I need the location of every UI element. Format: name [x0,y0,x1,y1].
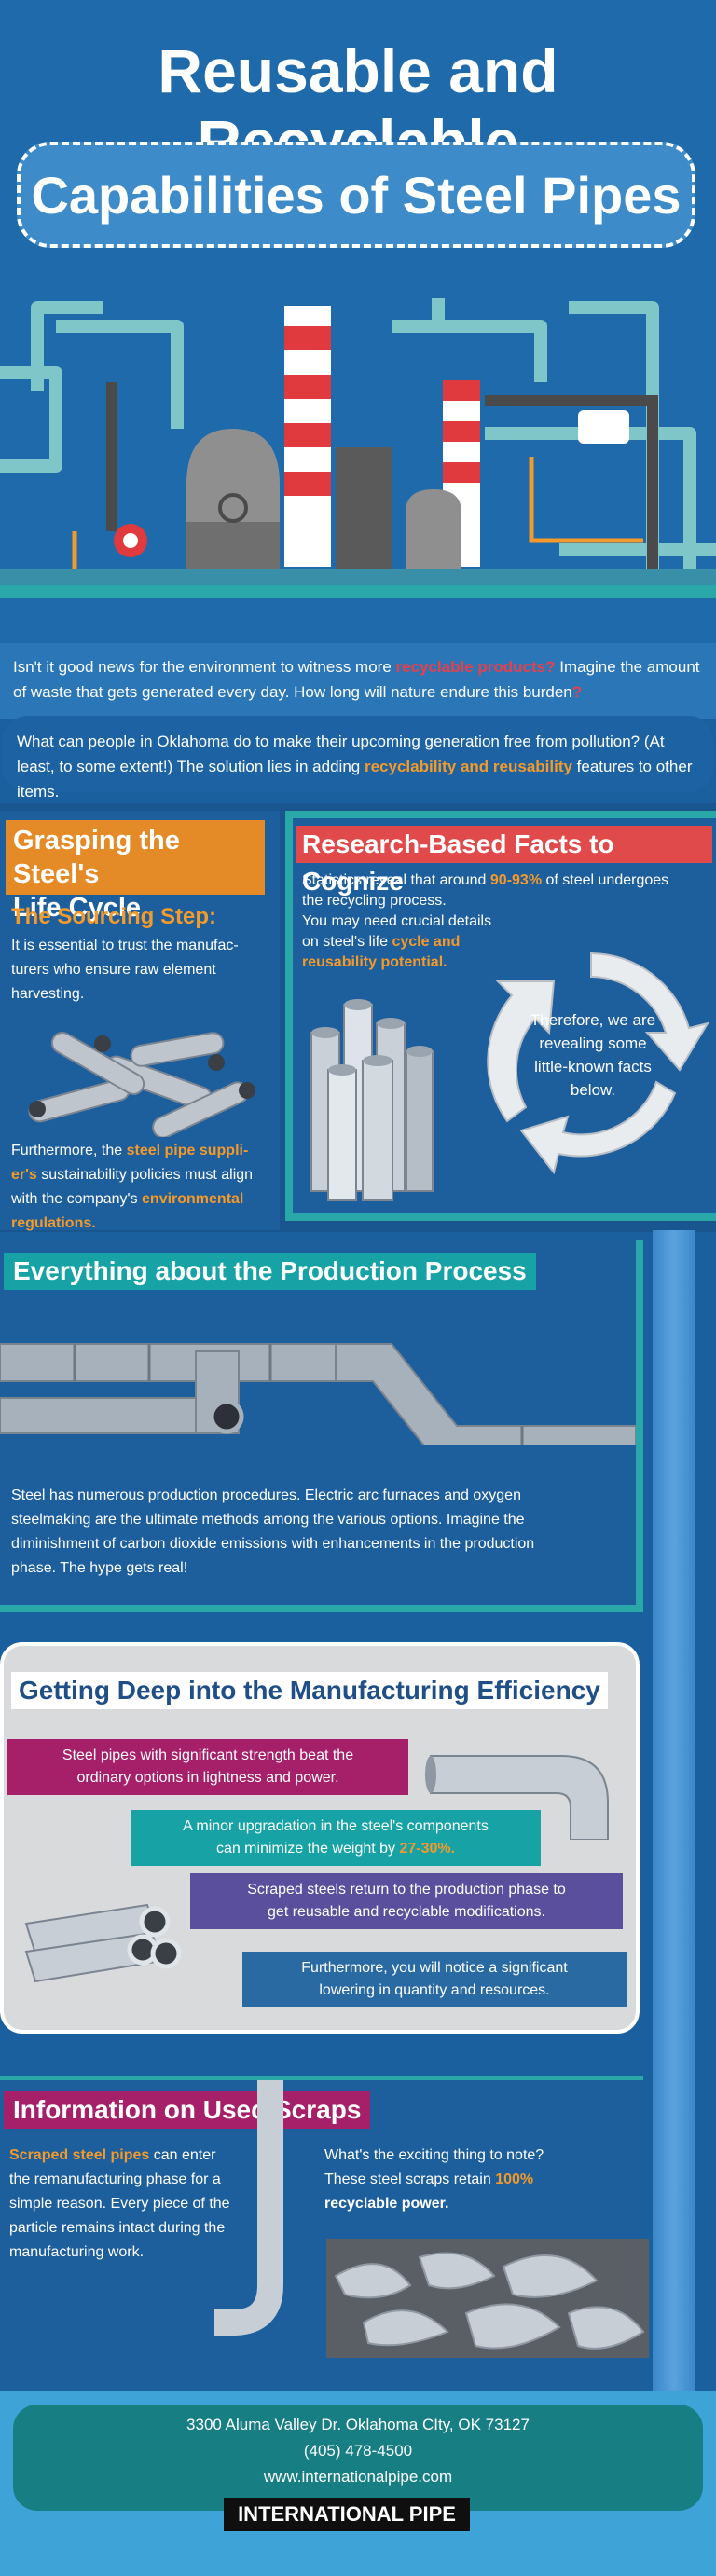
elbow-pipe-image [425,1755,609,1840]
efficiency-step-3: Scraped steels return to the production … [190,1873,623,1929]
intro-text: features to other items. [17,758,693,801]
text-span: sustainability policies must align [36,1167,254,1183]
text-line: the recycling process. [302,893,447,909]
text-line: Steel pipes with significant strength be… [62,1747,354,1763]
text-line: steelmaking are the ultimate methods amo… [11,1512,525,1528]
steel-tubes-image [24,1903,182,1983]
text-highlight: reusability potential. [302,954,448,970]
text-span: with the company's [11,1191,143,1207]
intro-text: Imagine the amount of waste that gets ge… [13,658,700,701]
text-span: These steel scraps retain [324,2172,496,2187]
address-text: 3300 Aluma Valley Dr. Oklahoma CIty, OK … [186,2416,530,2433]
efficiency-step-4: Furthermore, you will notice a significa… [242,1952,626,2007]
text-span: Furthermore, the [11,1143,127,1158]
text-line: manufacturing work. [9,2244,145,2260]
website-link[interactable]: www.internationalpipe.com [263,2468,453,2486]
scraps-title: Information on Used Scraps [4,2091,371,2129]
lifecycle-panel: Grasping the Steel's Life Cycle The Sour… [0,811,280,1231]
text-span: of steel undergoes [542,872,669,888]
intro-paragraph-2: What can people in Oklahoma do to make t… [2,716,714,801]
pipe-pile-image [28,1032,255,1137]
text-line: It is essential to trust the manufac- [11,938,239,953]
hero-section: Reusable and Recyclable Capabilities of … [0,0,716,643]
text-line: get reusable and recyclable modification… [268,1904,545,1920]
intro-highlight: recyclability and reusability [364,758,572,775]
sourcing-text: It is essential to trust the manufac- tu… [11,934,272,1007]
question-mark-icon: ? [571,683,583,701]
text-highlight: environmental [142,1191,244,1207]
text-line: Therefore, we are [530,1011,656,1029]
lifecycle-title-line: Life Cycle [13,893,141,923]
supplier-text: Furthermore, the steel pipe suppli- er's… [11,1139,274,1236]
intro-highlight: recyclable products? [395,658,556,676]
text-line: revealing some [539,1035,647,1052]
cycle-caption: Therefore, we are revealing some little-… [509,1008,677,1102]
intro-paragraph-1: Isn't it good news for the environment t… [0,643,716,719]
text-line: ordinary options in lightness and power. [76,1770,339,1786]
efficiency-title: Getting Deep into the Manufacturing Effi… [11,1672,608,1709]
contact-box: 3300 Aluma Valley Dr. Oklahoma CIty, OK … [13,2405,703,2511]
text-span: can minimize the weight by [215,1841,400,1857]
text-line: You may need crucial details [302,913,492,929]
text-line: phase. The hype gets real! [11,1560,188,1576]
text-span: on steel's life [302,934,392,950]
text-line: particle remains intact during the [9,2220,226,2236]
lifecycle-title: Grasping the Steel's Life Cycle [6,820,265,923]
research-panel: Research-Based Facts to Cognize Statisti… [285,811,716,1221]
text-highlight: recyclable power. [324,2196,449,2212]
text-line: A minor upgradation in the steel's compo… [183,1818,489,1834]
text-line: the remanufacturing phase for a [9,2172,221,2187]
efficiency-step-1: Steel pipes with significant strength be… [7,1739,408,1795]
stat-highlight: 100% [495,2172,534,2187]
subtitle-banner: Capabilities of Steel Pipes [17,142,695,248]
bent-pipe-graphic [214,2080,283,2336]
recycle-arrows-icon [487,952,710,1175]
scraps-right-text: What's the exciting thing to note? These… [324,2144,632,2216]
production-panel: Everything about the Production Process … [0,1240,643,1612]
sourcing-step-heading: The Sourcing Step: [11,904,217,929]
research-title: Research-Based Facts to Cognize [296,826,712,896]
text-line: simple reason. Every piece of the [9,2196,230,2212]
intro-text: What can people in Oklahoma do to make t… [17,733,665,775]
text-line: below. [570,1081,616,1099]
production-title: Everything about the Production Process [4,1253,536,1290]
text-highlight: steel pipe suppli- [126,1143,249,1158]
pipeline-illustration [0,1343,636,1445]
text-span: Statistics reveal that around [302,872,490,888]
vertical-pipe-graphic [653,1230,695,2395]
text-line: diminishment of carbon dioxide emissions… [11,1536,535,1552]
text-span: can enter [149,2147,216,2163]
company-logo: INTERNATIONAL PIPE [224,2498,470,2531]
stat-highlight: 90-93% [489,872,543,888]
pipe-bundle-image [310,999,434,1201]
refinery-illustration [0,298,716,598]
text-highlight: er's [11,1167,37,1183]
intro-text: Isn't it good news for the environment t… [13,658,396,676]
text-line: Scraped steels return to the production … [247,1882,566,1898]
scraps-panel: Information on Used Scraps Scraped steel… [0,2076,649,2391]
efficiency-step-2: A minor upgradation in the steel's compo… [131,1810,541,1866]
text-line: Furthermore, you will notice a significa… [301,1960,568,1976]
text-line: turers who ensure raw element [11,962,216,978]
text-line: little-known facts [534,1058,652,1076]
text-line: lowering in quantity and resources. [319,1982,550,1998]
phone-number[interactable]: (405) 478-4500 [303,2442,413,2460]
text-highlight: cycle and [392,934,461,950]
text-line: What's the exciting thing to note? [324,2147,544,2163]
steel-scraps-image [326,2239,649,2358]
lifecycle-title-line: Grasping the Steel's [13,826,180,889]
research-text: Statistics reveal that around 90-93% of … [302,870,712,973]
text-line: Steel has numerous production procedures… [11,1487,521,1503]
stat-highlight: 27-30%. [399,1841,456,1857]
scraps-left-text: Scraped steel pipes can enter the remanu… [9,2144,261,2265]
text-highlight: Scraped steel pipes [9,2147,150,2163]
page-subtitle: Capabilities of Steel Pipes [31,165,682,225]
text-line: harvesting. [11,986,85,1002]
production-text: Steel has numerous production procedures… [11,1484,626,1581]
text-highlight: regulations. [11,1215,96,1231]
efficiency-panel: Getting Deep into the Manufacturing Effi… [0,1642,640,2034]
